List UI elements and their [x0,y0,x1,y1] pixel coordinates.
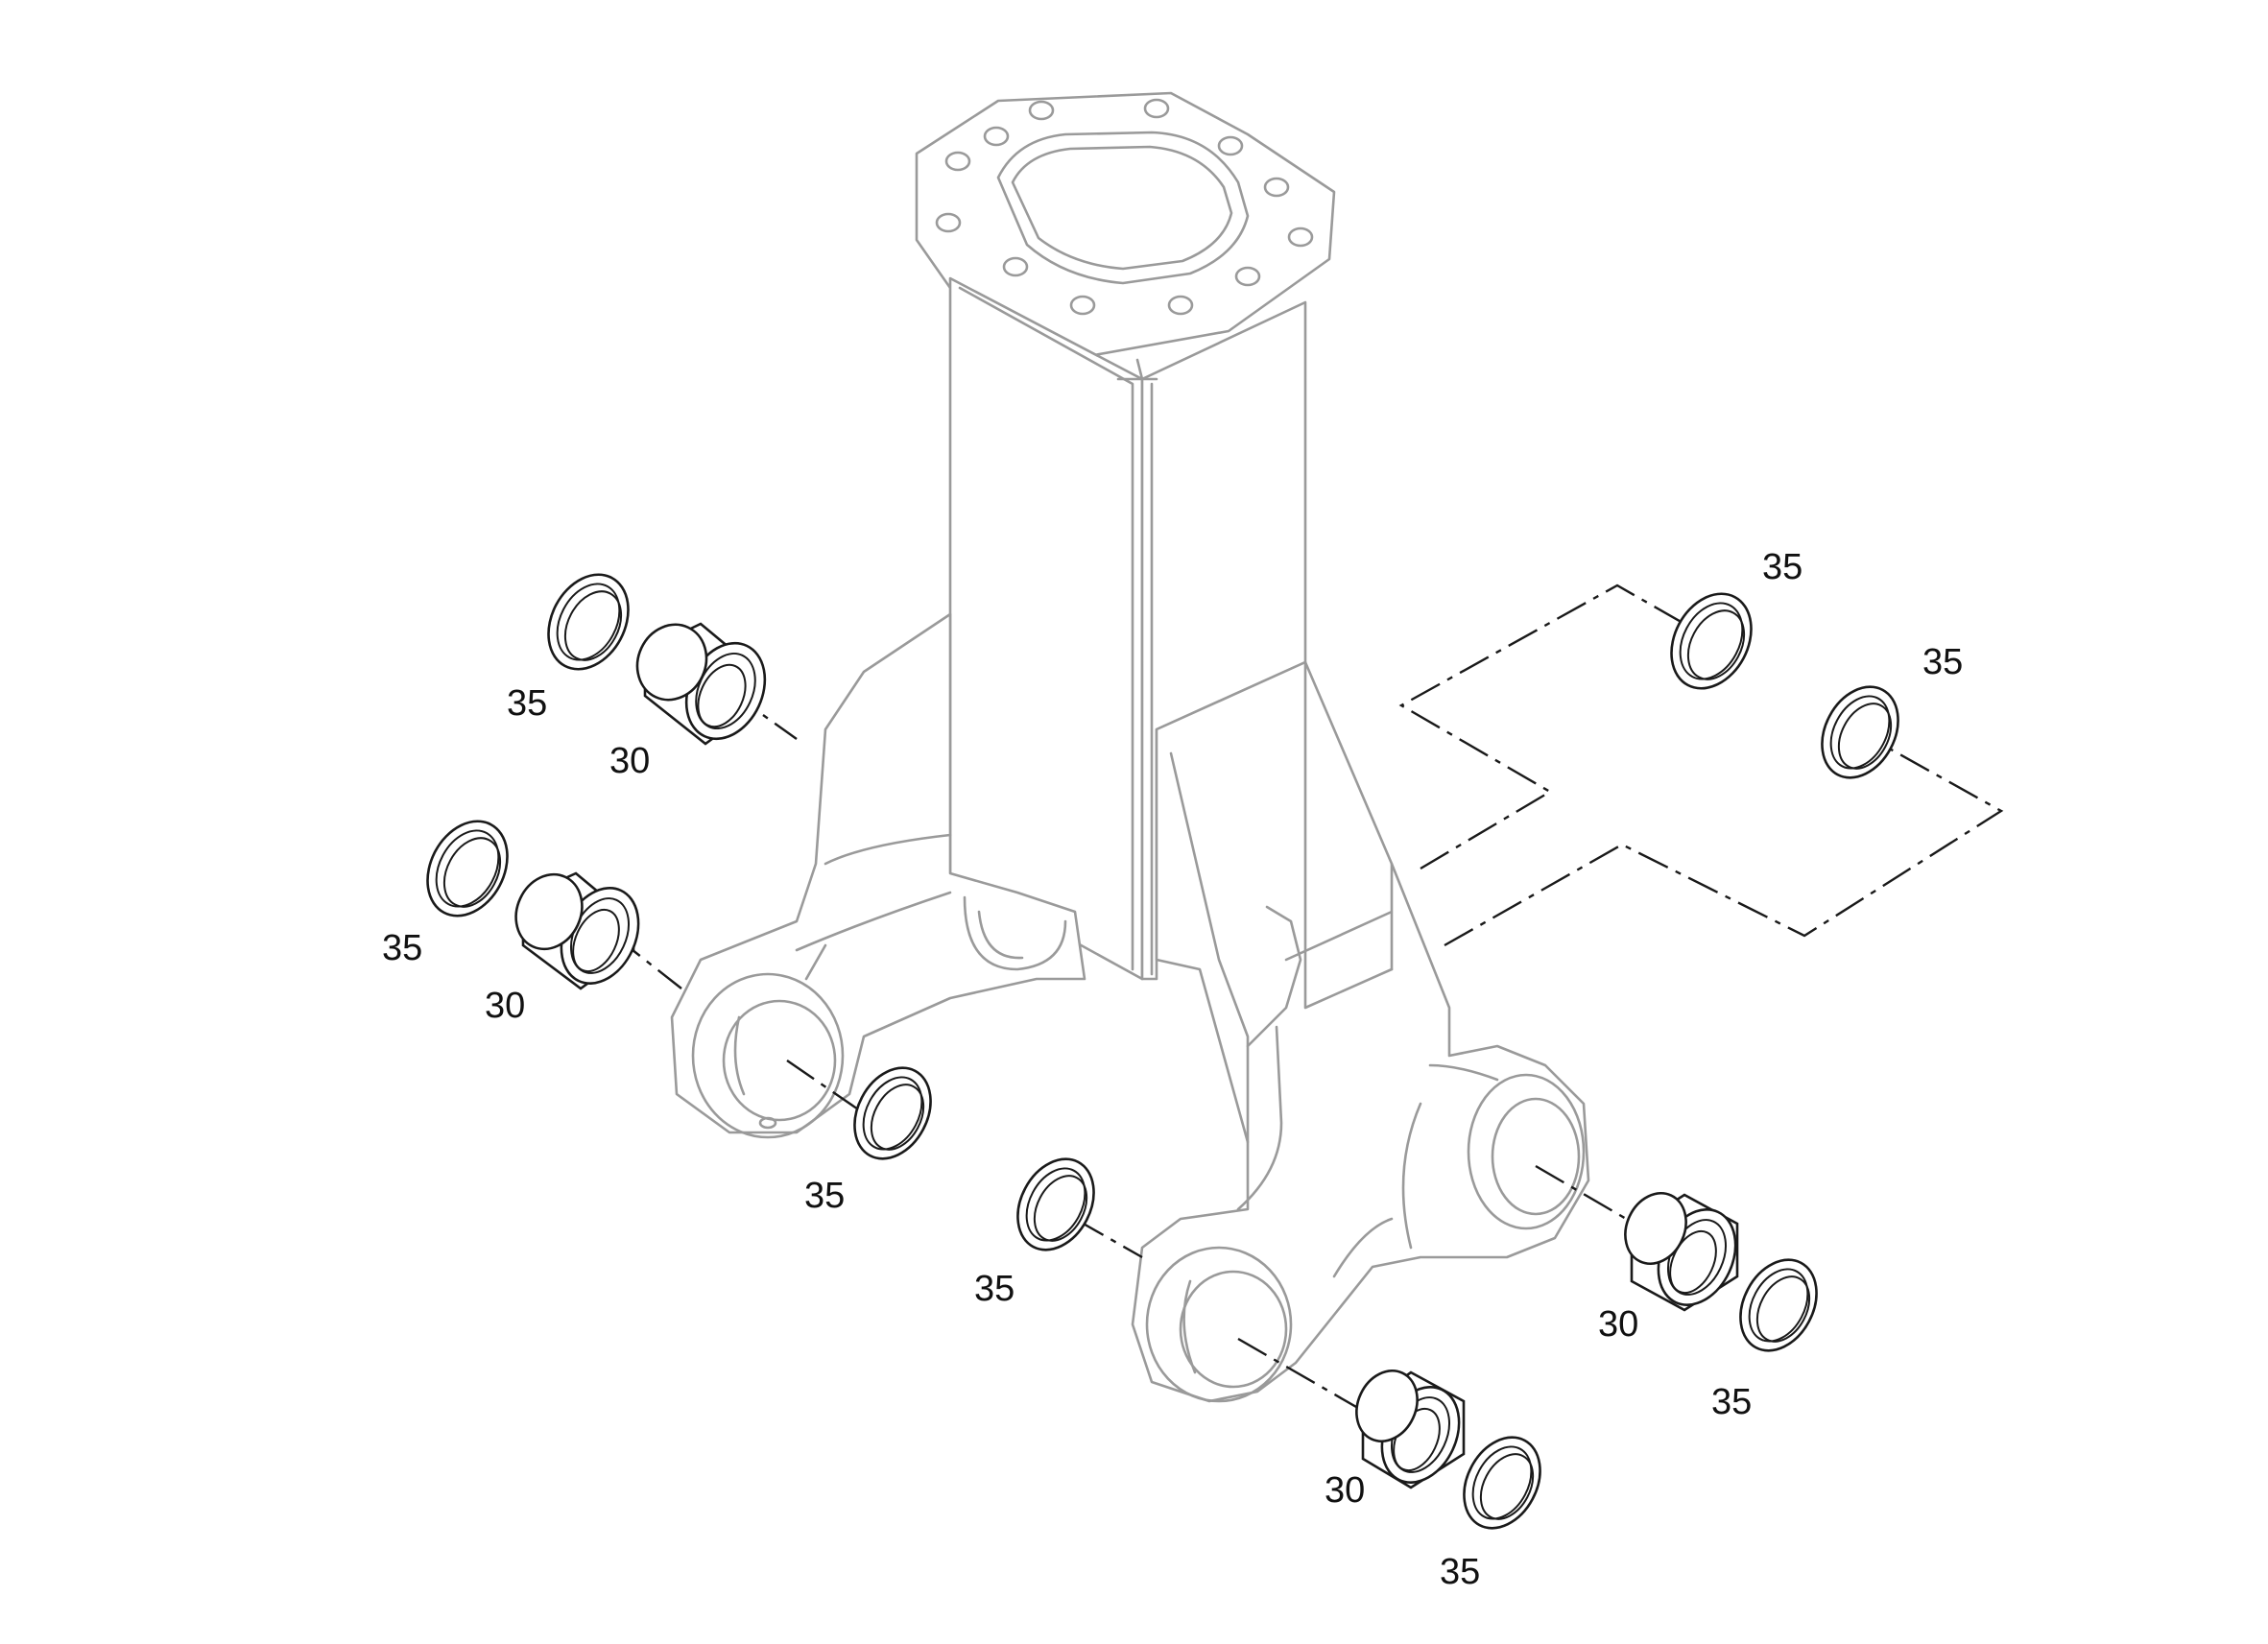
seal-ring-center-upper [1016,1157,1095,1251]
callout-35: 35 [1440,1552,1480,1592]
callout-35: 35 [804,1176,845,1216]
callout-35: 35 [507,683,547,724]
callout-30: 30 [485,986,525,1026]
center-boss [1145,1246,1293,1403]
mounting-flange [915,91,1336,357]
leader-lines [613,584,2004,1413]
vertical-column [948,276,1307,981]
bushing-right-lower [1624,1192,1739,1312]
seal-rings [426,573,1899,1530]
bushing-upper-left [635,622,767,746]
seal-ring-center-lower [1463,1436,1541,1530]
seal-ring-right-upper-b [1821,685,1899,779]
flange-bolt-holes [935,98,1314,316]
callout-35: 35 [1711,1382,1752,1422]
frame-body [670,91,1590,1403]
callout-30: 30 [1325,1470,1365,1511]
seal-ring-mid-left [426,820,509,917]
seal-ring-upper-left [547,573,630,671]
callout-35: 35 [1922,642,1963,682]
seal-ring-left-boss [853,1066,932,1160]
left-boss [691,972,845,1139]
callout-labels: 35 30 35 30 35 35 30 35 30 35 35 35 [382,547,1963,1592]
flange-opening [996,131,1250,285]
callout-35: 35 [1762,547,1802,587]
flange-opening-inner [1011,145,1233,271]
bushing-lower-left [514,871,640,990]
right-boss [1467,1073,1586,1230]
callout-35: 35 [974,1269,1015,1309]
bushing-center-lower [1355,1370,1466,1489]
seal-ring-right-upper-a [1670,592,1753,690]
left-arm [670,612,1086,1139]
callout-30: 30 [1598,1304,1638,1345]
seal-ring-right-lower [1739,1258,1818,1352]
right-leg [1131,660,1590,1403]
callout-35: 35 [382,928,422,968]
callout-30: 30 [609,741,650,781]
